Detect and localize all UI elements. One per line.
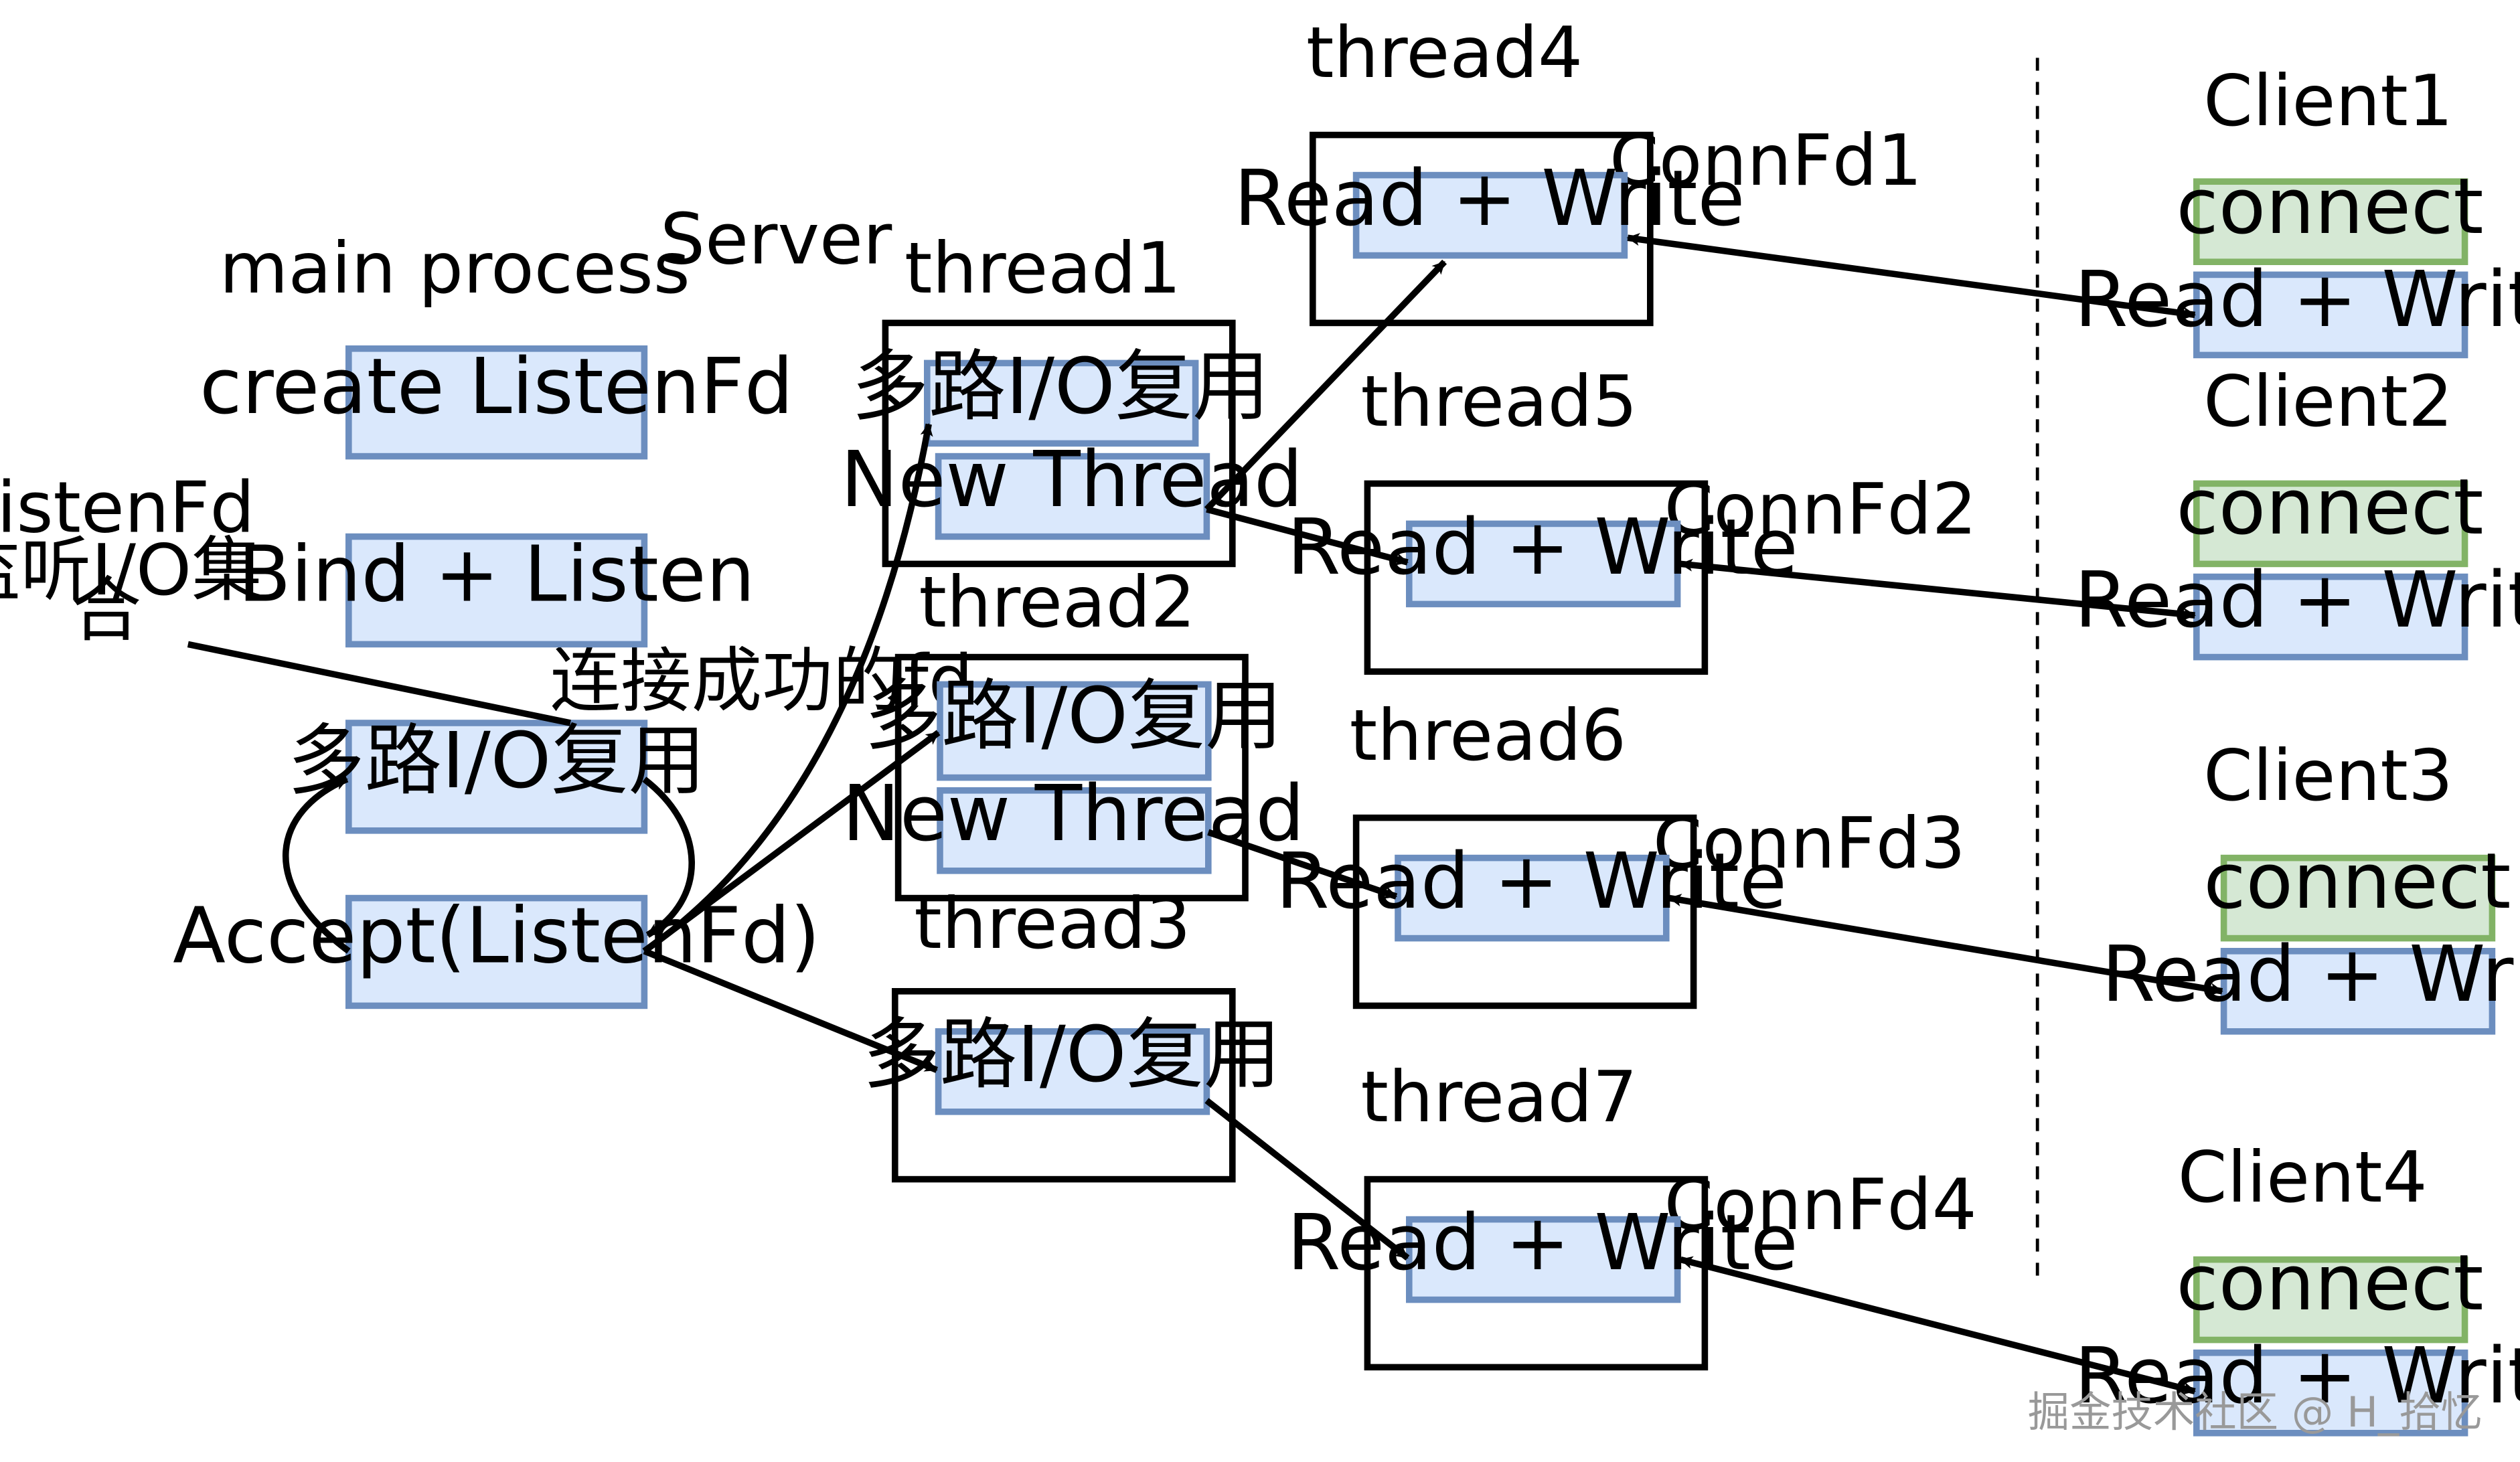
thread2-label: thread2 (919, 561, 1196, 643)
thread4-frame (1310, 131, 1654, 327)
thread2-new-thread-box: New Thread (842, 769, 1305, 874)
thread3-frame (892, 988, 1236, 1183)
create-listenfd-box: create ListenFd (200, 342, 793, 460)
client2-rw-box: Read + Write (2074, 556, 2520, 661)
connfd1-bidirectional-arrow (1626, 233, 2196, 320)
client4-label: Client4 (2178, 1136, 2428, 1218)
thread2-mux-text: 多路I/O复用 (864, 671, 1282, 761)
thread1-frame (882, 319, 1236, 568)
connfd4-bidirectional-arrow (1679, 1256, 2196, 1395)
client2-connect-text: connect (2176, 463, 2483, 552)
client2-rw-text: Read + Write (2074, 556, 2520, 645)
client4-connect-box: connect (2176, 1238, 2484, 1344)
listenfd-label: ListenFd (0, 466, 255, 548)
thread2-new-thread-text: New Thread (842, 769, 1305, 859)
bind-listen-text: Bind + Listen (238, 530, 755, 620)
connfd2-label: ConnFd2 (1664, 468, 1977, 550)
listenfd-pointer-line (187, 641, 571, 726)
main-mux-text: 多路I/O复用 (287, 716, 705, 806)
accept-to-thread2-arrow (642, 730, 941, 954)
thread7-label: thread7 (1361, 1056, 1638, 1138)
conn-success-label: 连接成功的fd (550, 640, 973, 722)
accept-box: Accept(ListenFd) (173, 892, 820, 1009)
thread3-mux-text: 多路I/O复用 (863, 1010, 1281, 1100)
connfd1-label: ConnFd1 (1609, 119, 1922, 201)
client3-label: Client3 (2203, 734, 2453, 817)
client4-connect-text: connect (2176, 1238, 2483, 1328)
thread5-rw-box: Read + Write (1287, 503, 1798, 608)
main-mux-box: 多路I/O复用 (287, 716, 706, 834)
thread5-label: thread5 (1361, 360, 1638, 442)
client2-label: Client2 (2203, 360, 2453, 442)
listen-set-label-line2: 合 (71, 569, 142, 651)
thread2-frame (894, 653, 1249, 902)
accept-to-mux-loop-arrow (282, 776, 351, 954)
thread4-rw-box: Read + Write (1234, 154, 1745, 259)
server-label: Server (660, 198, 892, 280)
accept-to-thread1-arrow (642, 423, 933, 954)
main-process-label: main process (220, 227, 690, 309)
client1-connect-box: connect (2176, 162, 2484, 266)
thread1-mux-box: 多路I/O复用 (852, 342, 1269, 447)
mux-to-accept-loop-arrow (642, 777, 695, 938)
listen-set-label-line1: 监听I/O集 (0, 529, 262, 611)
thread3-mux-box: 多路I/O复用 (863, 1010, 1281, 1115)
thread2-mux-box: 多路I/O复用 (864, 671, 1282, 781)
accept-text: Accept(ListenFd) (173, 892, 820, 981)
thread6-rw-box: Read + Write (1276, 837, 1787, 942)
connfd3-label: ConnFd3 (1653, 802, 1966, 884)
connfd2-bidirectional-arrow (1679, 558, 2196, 621)
client1-rw-text: Read + Write (2074, 255, 2520, 345)
accept-to-thread3-arrow (643, 948, 939, 1073)
connfd3-bidirectional-arrow (1668, 894, 2223, 996)
thread1-to-thread5-arrow (1206, 506, 1409, 566)
thread1-mux-text: 多路I/O复用 (852, 342, 1269, 432)
thread1-to-thread4-arrow (1204, 259, 1447, 512)
client3-rw-text: Read + Write (2102, 930, 2520, 1020)
thread2-to-thread6-arrow (1207, 829, 1398, 900)
thread1-new-thread-box: New Thread (840, 435, 1303, 540)
client3-connect-box: connect (2203, 837, 2511, 942)
thread4-rw-text: Read + Write (1234, 154, 1745, 244)
thread3-label: thread3 (914, 882, 1190, 965)
thread3-to-thread7-arrow (1204, 1098, 1410, 1261)
client2-connect-box: connect (2176, 463, 2484, 568)
client1-connect-text: connect (2176, 162, 2483, 252)
watermark-text: 掘金技术社区 @ H_拾忆 (2028, 1388, 2483, 1437)
thread1-label: thread1 (904, 227, 1181, 309)
bind-listen-box: Bind + Listen (238, 530, 755, 648)
thread7-rw-text: Read + Write (1287, 1198, 1798, 1288)
create-listenfd-text: create ListenFd (200, 342, 793, 432)
thread7-rw-box: Read + Write (1287, 1198, 1798, 1303)
connfd4-label: ConnFd4 (1664, 1163, 1977, 1246)
thread6-label: thread6 (1350, 694, 1626, 777)
client1-label: Client1 (2203, 60, 2453, 142)
client3-connect-text: connect (2203, 837, 2511, 926)
thread4-label: thread4 (1306, 11, 1583, 94)
